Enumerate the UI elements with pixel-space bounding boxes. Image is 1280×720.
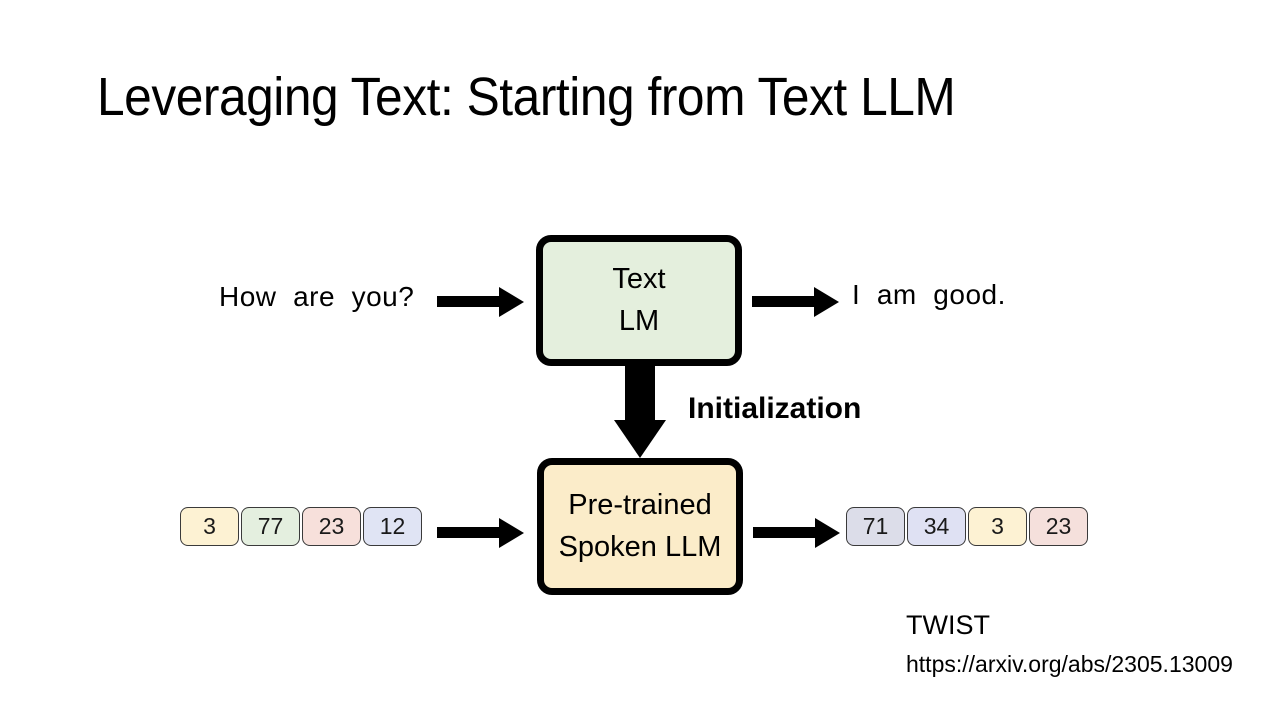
token-value: 23 <box>1045 513 1072 539</box>
initialization-label: Initialization <box>688 392 862 425</box>
token-value: 23 <box>318 513 345 539</box>
token-value: 3 <box>991 513 1004 539</box>
arrow-head-right-icon <box>815 517 840 548</box>
arrow-shaft <box>437 527 501 538</box>
token-value: 12 <box>379 513 406 539</box>
credit-paper-url: https://arxiv.org/abs/2305.13009 <box>906 651 1233 677</box>
token-chip: 3 <box>968 507 1027 546</box>
token-chip: 12 <box>363 507 422 546</box>
token-chip: 71 <box>846 507 905 546</box>
spoken-llm-label-line1: Pre-trained <box>568 488 712 521</box>
token-value: 71 <box>862 513 889 539</box>
page-title: Leveraging Text: Starting from Text LLM <box>97 67 956 127</box>
spoken-llm-label-line2: Spoken LLM <box>558 530 722 563</box>
arrow-shaft <box>752 296 816 307</box>
arrow-shaft <box>753 527 817 538</box>
text-lm-label-line1: Text <box>612 262 666 295</box>
arrow-head-right-icon <box>499 517 524 548</box>
token-chip: 3 <box>180 507 239 546</box>
token-value: 77 <box>257 513 284 539</box>
token-value: 34 <box>923 513 950 539</box>
token-value: 3 <box>203 513 216 539</box>
spoken-llm-box: Pre-trained Spoken LLM <box>537 458 743 595</box>
text-lm-box: Text LM <box>536 235 742 366</box>
token-chip: 23 <box>302 507 361 546</box>
token-chip: 77 <box>241 507 300 546</box>
arrow-head-down-icon <box>614 420 666 458</box>
arrow-shaft <box>437 296 501 307</box>
text-input-prompt: How are you? <box>219 281 415 312</box>
text-output-answer: I am good. <box>852 279 1006 310</box>
credit-paper-name: TWIST <box>906 610 990 640</box>
token-chip: 34 <box>907 507 966 546</box>
input-token-row: 3 77 23 12 <box>180 507 422 546</box>
arrow-shaft <box>625 364 655 421</box>
arrow-head-right-icon <box>499 286 524 317</box>
text-lm-label-line2: LM <box>618 304 660 337</box>
initialization-arrow-down-icon <box>614 364 666 458</box>
token-chip: 23 <box>1029 507 1088 546</box>
output-token-row: 71 34 3 23 <box>846 507 1088 546</box>
arrow-head-right-icon <box>814 286 839 317</box>
